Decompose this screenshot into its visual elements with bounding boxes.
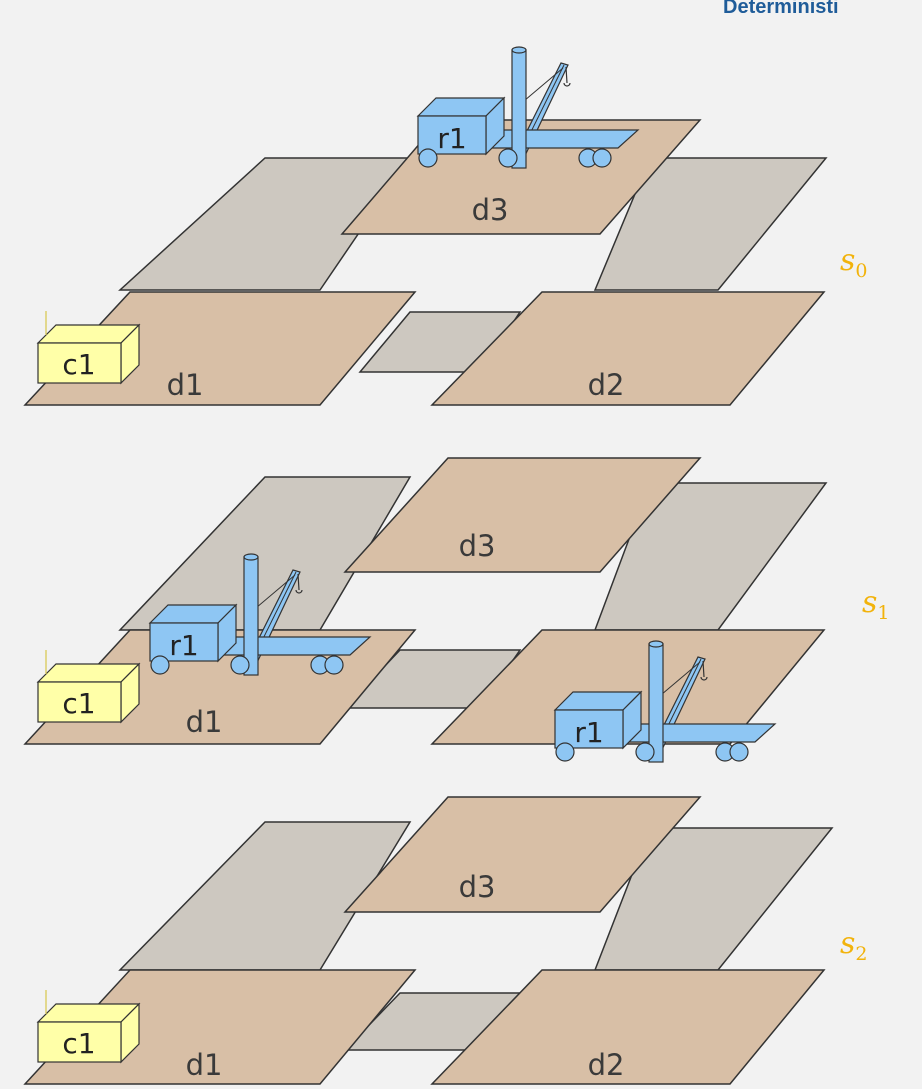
robot-label: r1 xyxy=(169,629,198,662)
dock-d2-label: d2 xyxy=(588,368,625,402)
robot-r1: r1 xyxy=(418,47,638,168)
dock-d2 xyxy=(432,292,824,405)
dock-d3-label: d3 xyxy=(459,870,496,904)
dock-d3-label: d3 xyxy=(459,529,496,563)
dock-d2 xyxy=(432,970,824,1084)
container-label: c1 xyxy=(62,1027,95,1060)
container-label: c1 xyxy=(62,348,95,381)
dock-d1-label: d1 xyxy=(186,1048,223,1082)
state-s1: d1 d2 d3 c1 r1 xyxy=(25,458,826,744)
robot-label: r1 xyxy=(437,122,466,155)
container-label: c1 xyxy=(62,687,95,720)
dock-d1-label: d1 xyxy=(167,368,204,402)
dock-d3-label: d3 xyxy=(472,193,509,227)
dock-d1-label: d1 xyxy=(186,705,223,739)
dock-d2-label: d2 xyxy=(588,1048,625,1082)
robot-label: r1 xyxy=(574,716,603,749)
state-s0: d1 d2 d3 c1 r1 xyxy=(25,47,826,405)
